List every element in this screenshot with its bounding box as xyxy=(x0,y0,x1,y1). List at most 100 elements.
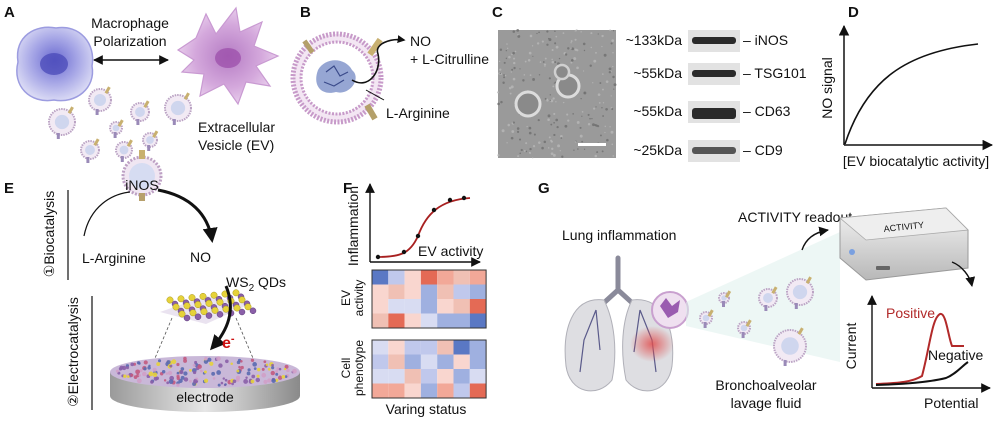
sigmoid-point xyxy=(375,254,381,260)
heatmap2-label-line1: Cell xyxy=(339,358,353,379)
sigmoid-point xyxy=(401,249,407,255)
band-size-label: ~55kDa xyxy=(633,65,682,81)
heatmap-cell xyxy=(404,383,421,398)
panel-e: E ①Biocatalysis ②Electrocatalysis iNOS L… xyxy=(4,150,300,412)
positive-curve xyxy=(875,313,964,385)
ev-label-line2: Vesicle (EV) xyxy=(198,137,274,153)
heatmap-cell xyxy=(420,270,438,285)
heatmap-cell xyxy=(372,270,389,285)
electrode-label: electrode xyxy=(176,389,234,405)
citrulline-label: + L-Citrulline xyxy=(410,51,489,67)
heatmap-cell xyxy=(437,354,454,369)
panel-f-xlabel-inner: EV activity xyxy=(418,243,483,259)
heatmap-cell xyxy=(420,299,438,314)
sigmoid-point xyxy=(447,197,453,203)
panel-g-ylabel: Current xyxy=(843,323,859,370)
ev-vesicle-icon xyxy=(130,100,150,125)
bal-vesicle-icon xyxy=(699,309,714,328)
ev-vesicle-icon xyxy=(109,119,124,138)
heatmap1-label-line2: activity xyxy=(352,280,366,317)
heatmap-cell xyxy=(420,369,438,384)
inflamed-cell-zoom-icon xyxy=(651,291,689,329)
macrophage-spiky-cell-icon xyxy=(176,6,280,106)
electron-label: e- xyxy=(222,333,235,352)
band-protein-label: – CD9 xyxy=(743,142,783,158)
panel-f-ylabel: Inflammation xyxy=(345,186,361,266)
scale-bar xyxy=(578,143,606,146)
positive-label: Positive xyxy=(886,305,935,321)
bal-vesicle-icon xyxy=(737,319,752,338)
arginine-pointer xyxy=(365,89,385,101)
heatmap-cell xyxy=(437,284,454,299)
band-size-label: ~25kDa xyxy=(633,142,682,158)
panel-d-ylabel: NO signal xyxy=(819,57,835,118)
heatmap-cell xyxy=(420,313,438,328)
heatmap-cell xyxy=(420,354,438,369)
heatmap-cell xyxy=(469,270,487,285)
electron-transfer-arrow xyxy=(210,285,232,351)
biocatalysis-label: ①Biocatalysis xyxy=(41,191,57,277)
readout-arrow xyxy=(801,226,829,251)
heatmap-cell xyxy=(453,270,470,285)
panel-g-xlabel: Potential xyxy=(924,395,978,411)
panel-g-letter: G xyxy=(538,180,550,197)
heatmap-cell xyxy=(469,383,487,398)
heatmap-cell xyxy=(453,340,470,355)
heatmap-cell xyxy=(437,340,454,355)
bal-vesicle-icon xyxy=(758,286,778,311)
panel-c-letter: C xyxy=(492,4,503,21)
heatmap-cell xyxy=(437,313,454,328)
arginine-input-arrow xyxy=(83,191,131,237)
heatmap-cell xyxy=(469,354,487,369)
heatmap-cell xyxy=(388,354,405,369)
blot-band xyxy=(692,37,736,44)
heatmap-cell xyxy=(437,383,454,398)
ev-enzyme-vesicle-icon xyxy=(290,31,384,125)
heatmap-cell xyxy=(372,340,389,355)
ev-vesicle-icon xyxy=(48,106,76,139)
ev-vesicle-icon xyxy=(164,92,192,125)
ev-label-line1: Extracellular xyxy=(198,119,275,135)
panel-f: F Inflammation EV activity EV activity C… xyxy=(339,180,487,417)
saturation-curve xyxy=(844,43,979,145)
sigmoid-point xyxy=(461,195,467,201)
heatmap-cell xyxy=(469,299,487,314)
activity-readout-label: ACTIVITY readout xyxy=(738,209,852,225)
heatmap-cell xyxy=(437,299,454,314)
negative-curve xyxy=(875,361,969,386)
heatmap-cell xyxy=(388,383,405,398)
panel-c: C ~133kDa– iNOS~55kDa– TSG101~55kDa– CD6… xyxy=(492,4,807,162)
heatmap-cell xyxy=(388,313,405,328)
heatmap-cell xyxy=(437,369,454,384)
inos-vesicle-icon xyxy=(121,150,163,201)
no-label: NO xyxy=(410,33,431,49)
bal-vesicle-icon xyxy=(718,290,732,307)
heatmap-cell xyxy=(453,313,470,328)
heatmap-cell xyxy=(388,340,405,355)
sigmoid-points xyxy=(375,195,467,260)
device-label: ACTIVITY xyxy=(883,220,924,234)
heatmap-cell xyxy=(469,313,487,328)
heatmap-cell xyxy=(453,299,470,314)
ev-vesicle-icon xyxy=(142,130,159,151)
heatmap-cell xyxy=(388,299,405,314)
heatmap-cell xyxy=(372,354,389,369)
device-output-arrow xyxy=(951,261,976,287)
heatmap-cell xyxy=(372,383,389,398)
heatmap-cell xyxy=(404,284,421,299)
heatmap-cell xyxy=(469,369,487,384)
e-no-label: NO xyxy=(190,249,211,265)
heatmap-cell xyxy=(404,270,421,285)
activity-device-icon xyxy=(839,207,969,281)
arginine-label: L-Arginine xyxy=(386,105,450,121)
bal-fluid-label-line2: lavage fluid xyxy=(731,395,802,411)
heatmap2-label-line2: phenotype xyxy=(352,340,366,396)
electrode-icon xyxy=(110,356,300,412)
band-protein-label: – iNOS xyxy=(743,32,788,48)
blot-band xyxy=(692,147,736,154)
heatmap-cell xyxy=(420,340,438,355)
no-output-arrow xyxy=(157,188,218,243)
heatmap-cell xyxy=(372,313,389,328)
sigmoid-point xyxy=(431,207,437,213)
ev-vesicle-icon xyxy=(115,139,133,162)
